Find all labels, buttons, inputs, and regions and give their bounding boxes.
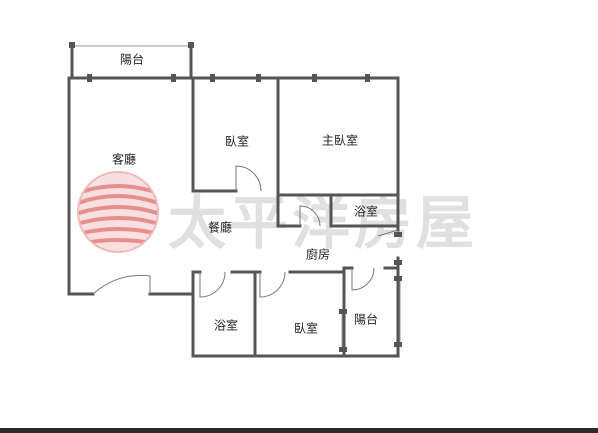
room-label-bedroom-upper: 臥室 (224, 134, 250, 149)
room-label-bathroom-upper: 浴室 (353, 204, 379, 219)
room-label-balcony-top: 陽台 (119, 52, 145, 67)
room-label-kitchen: 廚房 (305, 247, 331, 262)
room-label-master-bedroom: 主臥室 (321, 133, 359, 148)
window-markers (69, 42, 402, 352)
walls (67, 42, 400, 358)
pacific-logo-icon (77, 171, 159, 253)
room-label-dining-room: 餐廳 (207, 220, 233, 235)
bottom-bar (0, 428, 598, 433)
room-label-balcony-right: 陽台 (353, 312, 379, 327)
room-label-bedroom-lower: 臥室 (293, 321, 319, 336)
room-label-living-room: 客廳 (111, 152, 137, 167)
doors (92, 165, 399, 298)
watermark-text: 太平洋房屋 (168, 189, 479, 257)
room-label-bathroom-lower: 浴室 (213, 318, 239, 333)
window-lines (75, 45, 401, 347)
